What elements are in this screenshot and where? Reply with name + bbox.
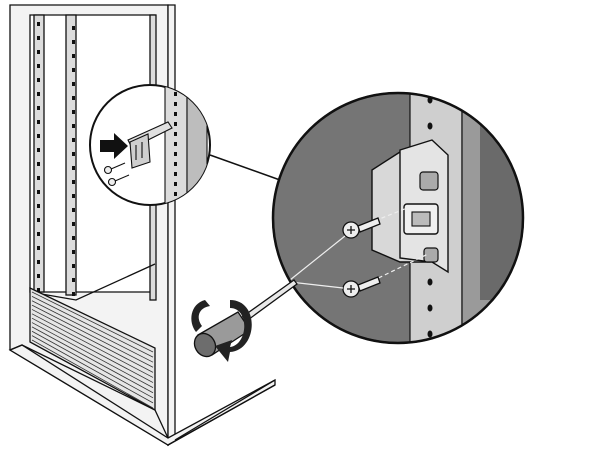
- grille-slat: [31, 330, 154, 399]
- rack-hole: [37, 232, 40, 236]
- screwdriver: [191, 279, 298, 362]
- grille-slat: [31, 309, 154, 373]
- inset-rack-hole: [174, 122, 177, 126]
- screwdriver-guide-upper: [289, 235, 346, 281]
- rack-hole: [37, 78, 40, 82]
- inset-rack-hole: [174, 192, 177, 196]
- rotation-arrow-back: [191, 300, 210, 332]
- bracket-slot-lower: [423, 247, 439, 263]
- direction-arrow: [100, 133, 128, 159]
- floor-edge-back: [174, 379, 276, 441]
- inset-callout-circle: [89, 84, 211, 206]
- rack-post-left-inner: [65, 14, 77, 296]
- rack-hole: [72, 110, 75, 114]
- grille-slat: [31, 291, 154, 353]
- rack-hole: [72, 166, 75, 170]
- rack-hole: [37, 50, 40, 54]
- rack-hole: [72, 54, 75, 58]
- rack-hole: [37, 64, 40, 68]
- bracket-clip-inner: [411, 211, 431, 227]
- rack-hole: [37, 92, 40, 96]
- rotation-arrow: [215, 300, 252, 362]
- detail-rack-hole: [427, 304, 433, 312]
- rack-hole: [72, 194, 75, 198]
- rack-hole: [72, 124, 75, 128]
- rack-hole: [37, 218, 40, 222]
- rack-hole: [72, 96, 75, 100]
- rack-post-left-outer: [33, 14, 45, 293]
- inset-rack-hole: [174, 142, 177, 146]
- rack-hole: [72, 250, 75, 254]
- mounting-screw-upper: [342, 217, 381, 239]
- inset-rack-post-edge: [186, 85, 208, 205]
- detail-rack-hole: [427, 330, 433, 338]
- rack-hole: [72, 292, 75, 296]
- inset-rack-hole: [174, 132, 177, 136]
- rack-hole: [72, 180, 75, 184]
- detail-callout-circle: [271, 91, 525, 345]
- grille-slat: [31, 322, 154, 388]
- rack-hole: [37, 260, 40, 264]
- inset-rack-hole: [174, 152, 177, 156]
- inset-rack-hole: [174, 162, 177, 166]
- callout-leader: [209, 154, 281, 181]
- floor-edge: [167, 384, 276, 446]
- grille-slat: [31, 335, 154, 404]
- rack-hole: [72, 138, 75, 142]
- rack-hole: [72, 278, 75, 282]
- detail-rack-hole: [427, 278, 433, 286]
- rack-hole: [37, 106, 40, 110]
- rack-hole: [72, 26, 75, 30]
- rack-hole: [72, 264, 75, 268]
- grille-slat: [31, 304, 154, 368]
- rack-hole: [37, 22, 40, 26]
- rack-hole: [37, 176, 40, 180]
- cabinet-side-panel: [167, 4, 176, 447]
- inset-screw-lower: [107, 174, 130, 187]
- rack-hole: [37, 162, 40, 166]
- grille-slat: [31, 313, 154, 378]
- screwdriver-handle-end: [193, 332, 217, 358]
- cabinet-skirt: [9, 344, 169, 439]
- bracket-slot-upper: [419, 171, 439, 191]
- rack-post-holes: [37, 22, 75, 296]
- grille-slat: [31, 339, 154, 409]
- grille-slat: [31, 317, 154, 383]
- rack-hole: [72, 82, 75, 86]
- rack-hole: [37, 148, 40, 152]
- rack-hole: [37, 246, 40, 250]
- rack-hole: [37, 120, 40, 124]
- rack-hole: [37, 190, 40, 194]
- rack-hole: [72, 208, 75, 212]
- mounting-screw-lower: [342, 276, 381, 298]
- rack-hole: [37, 288, 40, 292]
- inset-rack-hole: [174, 92, 177, 96]
- rack-hole: [72, 40, 75, 44]
- grille-slat: [31, 296, 154, 358]
- rack-hole: [37, 36, 40, 40]
- rack-hole: [37, 134, 40, 138]
- rack-cabinet: [8, 4, 276, 447]
- grille-slat: [31, 300, 154, 363]
- inset-rack-hole: [174, 182, 177, 186]
- grille-slat: [31, 326, 154, 394]
- screwdriver-guide-lower: [289, 281, 344, 289]
- rack-hole: [72, 152, 75, 156]
- inset-screw-upper: [103, 162, 126, 175]
- rack-hole: [37, 274, 40, 278]
- rack-hole: [72, 68, 75, 72]
- inset-bracket: [129, 133, 151, 169]
- inset-rack-hole: [174, 172, 177, 176]
- alignment-line-lower: [365, 253, 429, 285]
- detail-rack-hole: [427, 122, 433, 130]
- rack-hole: [72, 236, 75, 240]
- inset-rack-hole: [174, 112, 177, 116]
- rack-hole: [72, 222, 75, 226]
- rack-hole: [37, 204, 40, 208]
- inset-rack-hole: [174, 102, 177, 106]
